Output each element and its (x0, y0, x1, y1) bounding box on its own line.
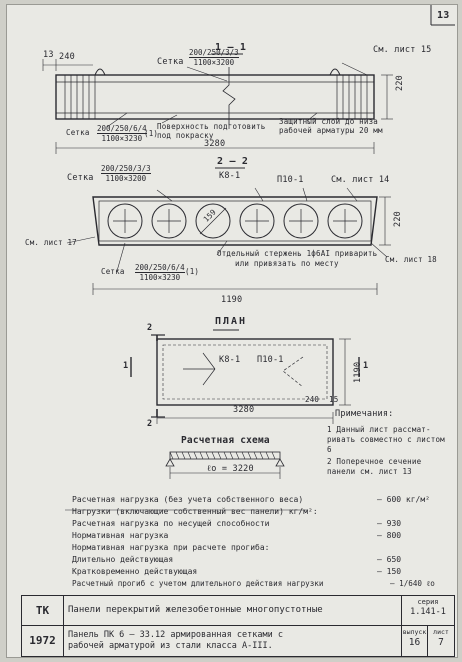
load-row-1: Нагрузки (включающие собственный вес пан… (72, 507, 318, 516)
section-2-title: 2 – 2 (217, 156, 249, 167)
load-row-7: Расчетный прогиб с учетом длительного де… (72, 579, 435, 588)
p10-1-label: П10-1 (277, 175, 304, 185)
load-row-4: Нормативная нагрузка при расчете прогиба… (72, 543, 270, 552)
plan-k8-label: К8-1 (219, 355, 241, 365)
mesh-top-1-label: Сетка (157, 57, 184, 67)
support-left (165, 458, 175, 467)
load-row-2: Расчетная нагрузка по несущей способност… (72, 519, 402, 528)
mesh-top-2-label: Сетка (67, 173, 94, 183)
title-block: ТК 1972 Панели перекрытий железобетонные… (21, 595, 455, 657)
mesh-bottom-2-index: (1) (185, 267, 200, 276)
tb-sheet-value: 7 (438, 637, 444, 648)
plan-cut-2-bottom: 2 (147, 419, 153, 429)
plan-dim-15: 15 (329, 395, 339, 404)
note-1: 1 Данный лист рассмат-ривать совместно с… (327, 425, 445, 454)
tb-series-value: 1.141-1 (410, 607, 446, 617)
support-right (275, 458, 285, 467)
load-row-3: Нормативная нагрузка– 800 (72, 531, 402, 540)
panel-longitudinal-outline (55, 74, 375, 120)
see-sheet-15: См. лист 15 (373, 45, 432, 55)
void-crosshairs (113, 207, 357, 235)
see-sheet-18: См. лист 18 (385, 255, 437, 264)
tb-issue-value: 16 (408, 637, 421, 648)
tb-series-label: серия (417, 598, 439, 606)
tb-issue-label: выпуск (402, 628, 427, 636)
dim-1190: 1190 (221, 295, 243, 305)
plan-cut-1-right: 1 (363, 361, 369, 371)
notes-title: Примечания: (335, 409, 394, 419)
see-sheet-17: См. лист 17 (25, 238, 77, 247)
tb-desc-line-2: рабочей арматурой из стали класса А-III. (68, 641, 273, 651)
k8-1-label: К8-1 (219, 171, 241, 181)
dim-220-b: 220 (393, 211, 403, 227)
tb-sheet-label: лист (433, 628, 449, 636)
dim-240: 240 (59, 52, 75, 62)
tb-description: Панель ПК 6 – 33.12 армированная сетками… (64, 626, 402, 656)
load-row-5: Длительно действующая– 650 (72, 555, 402, 564)
lifting-loop-left (94, 68, 106, 76)
dim-13: 13 (43, 50, 54, 60)
paint-surface-note-1: Поверхность подготовить (157, 122, 266, 131)
note-2: 2 Поперечное сечение панели см. лист 13 (327, 457, 422, 476)
mesh-bottom-1-label: Сетка (66, 128, 90, 137)
dim-220-a: 220 (395, 75, 405, 91)
end-stirrups-right (336, 75, 368, 119)
rod-note-2: или привязать по месту (235, 259, 339, 268)
load-row-0: Расчетная нагрузка (без учета собственно… (72, 495, 430, 504)
plan-mesh-outline (162, 344, 328, 400)
sheet-number: 13 (437, 10, 450, 21)
tb-year: 1972 (22, 626, 64, 656)
plan-p10-label: П10-1 (257, 355, 284, 365)
plan-cut-2-top: 2 (147, 323, 153, 333)
end-stirrups-left (64, 75, 96, 119)
tb-desc-line-1: Панель ПК 6 – 33.12 армированная сетками… (68, 630, 283, 640)
plan-p10-leader (282, 356, 304, 388)
mesh-bottom-1-index: (1) (144, 129, 159, 138)
calc-scheme-title: Расчетная схема (181, 435, 270, 446)
panel-cross-section-outline (92, 196, 378, 246)
see-sheet-14: См. лист 14 (331, 175, 390, 185)
plan-dim-240: 240 (305, 395, 320, 404)
section-1-title: 1 – 1 (215, 42, 247, 53)
tb-sheet: лист 7 (428, 626, 454, 656)
plan-dim-3280: 3280 (233, 405, 255, 415)
tb-series: серия 1.141-1 (402, 596, 454, 626)
rod-note-1: Отдельный стержень 1ф6АI приварить (217, 249, 378, 258)
paint-surface-note-2: под покраску (157, 131, 214, 140)
plan-cut-1-left: 1 (123, 361, 129, 371)
plan-title: ПЛАН (215, 316, 248, 327)
cover-layer-note-2: рабочей арматуры 20 мм (279, 126, 383, 135)
plan-outline (156, 338, 334, 406)
plan-dim-1190: 1190 (353, 361, 363, 383)
sheet-number-frame (430, 5, 455, 26)
voids (107, 203, 363, 239)
lifting-loop-right (329, 68, 341, 76)
break-line (222, 67, 236, 125)
tb-issue: выпуск 16 (402, 626, 428, 656)
cover-layer-note-1: Защитный слой до низа (279, 117, 379, 126)
plan-k8-leader (183, 352, 216, 386)
load-row-6: Кратковременно действующая– 150 (72, 567, 402, 576)
calc-load-hatch (169, 451, 276, 460)
span-label: ℓо = 3220 (207, 464, 254, 474)
technical-drawing (42, 5, 455, 511)
tb-title: Панели перекрытий железобетонные многопу… (64, 596, 402, 626)
calc-beam (169, 451, 281, 460)
cross-section-mesh (98, 200, 372, 242)
tb-code: ТК (22, 596, 64, 626)
dim-3280: 3280 (204, 139, 226, 149)
mesh-bottom-2-label: Сетка (101, 267, 125, 276)
